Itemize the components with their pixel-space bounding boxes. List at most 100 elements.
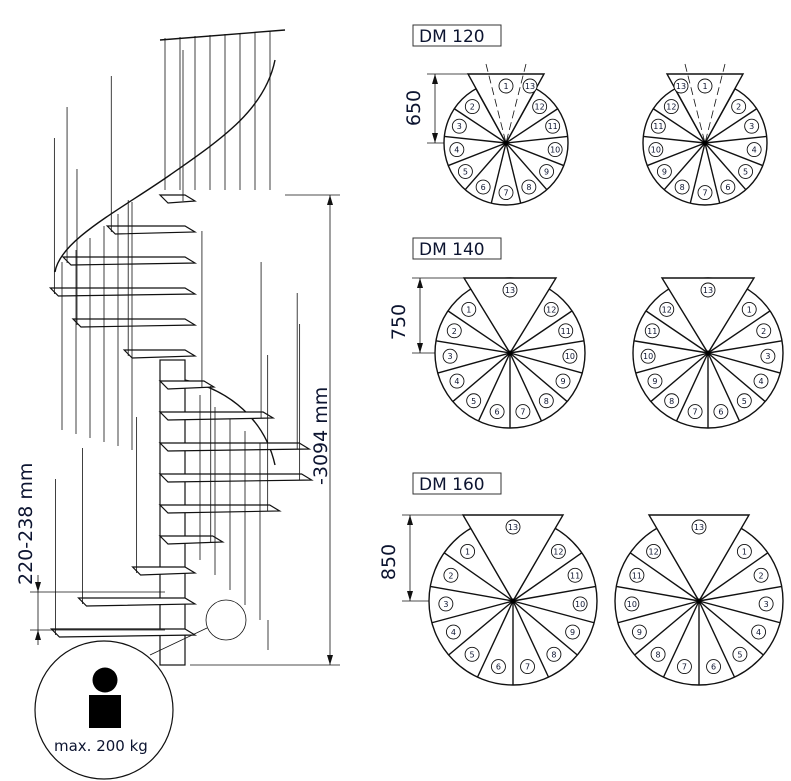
step-number-label: 2 bbox=[452, 327, 457, 336]
step-number: 8 bbox=[664, 393, 680, 409]
step-number: 5 bbox=[736, 393, 752, 409]
step-number-label: 9 bbox=[560, 377, 565, 386]
step-number: 10 bbox=[640, 348, 656, 364]
step-number-label: 9 bbox=[544, 168, 549, 177]
tread-edge bbox=[689, 142, 706, 204]
step-number-label: 8 bbox=[656, 650, 661, 659]
tread-edge bbox=[509, 310, 573, 354]
step-number: 7 bbox=[520, 659, 535, 675]
tread-edge bbox=[512, 600, 578, 656]
tread-edge bbox=[431, 600, 514, 624]
step-number: 1 bbox=[697, 78, 713, 94]
step-number-label: 11 bbox=[570, 571, 580, 580]
tread-edge bbox=[675, 352, 709, 422]
step-number-label: 2 bbox=[736, 103, 741, 112]
step-number-label: 5 bbox=[463, 168, 468, 177]
step-number: 5 bbox=[732, 646, 748, 662]
tread-edge bbox=[505, 142, 548, 191]
step-number: 7 bbox=[687, 404, 703, 420]
tread-edge bbox=[707, 352, 781, 374]
landing-platform bbox=[647, 514, 751, 603]
tread-edge bbox=[509, 340, 585, 354]
tread-edge bbox=[704, 142, 763, 167]
step-number-label: 12 bbox=[535, 103, 545, 112]
tread-edge bbox=[505, 135, 568, 144]
step-number: 13 bbox=[673, 78, 689, 94]
step-number: 3 bbox=[451, 118, 467, 134]
tread-edge bbox=[643, 135, 706, 144]
step-number-label: 12 bbox=[662, 305, 672, 314]
stair-tread bbox=[158, 380, 216, 390]
step-number: 12 bbox=[543, 301, 559, 317]
tread-edge bbox=[645, 310, 709, 354]
tread-edge bbox=[509, 352, 583, 374]
step-number: 1 bbox=[736, 544, 752, 559]
step-number-label: 13 bbox=[676, 82, 686, 91]
step-number: 6 bbox=[489, 404, 505, 420]
stair-tread bbox=[158, 411, 276, 421]
step-number-label: 8 bbox=[669, 397, 674, 406]
stair-tread bbox=[48, 287, 198, 297]
step-number-label: 8 bbox=[526, 183, 531, 192]
stair-tread bbox=[158, 473, 314, 483]
step-number: 13 bbox=[505, 519, 521, 535]
step-number: 4 bbox=[449, 373, 465, 389]
step-number: 5 bbox=[466, 393, 482, 409]
tread-edge bbox=[635, 352, 709, 374]
step-number: 2 bbox=[446, 323, 462, 339]
step-number-label: 8 bbox=[680, 183, 685, 192]
tread-edge bbox=[435, 340, 511, 354]
stair-tread bbox=[122, 349, 198, 359]
tread-edge bbox=[707, 352, 741, 422]
step-number: 2 bbox=[464, 99, 480, 115]
step-number-label: 10 bbox=[575, 600, 585, 609]
step-number: 6 bbox=[706, 659, 721, 675]
tread-edge bbox=[652, 108, 706, 144]
step-number-label: 12 bbox=[546, 305, 556, 314]
step-number: 8 bbox=[650, 646, 666, 662]
step-number: 5 bbox=[738, 164, 754, 179]
step-number: 12 bbox=[550, 544, 566, 559]
tread-edge bbox=[430, 585, 514, 602]
step-number-label: 1 bbox=[503, 82, 508, 91]
step-number-label: 6 bbox=[496, 663, 501, 672]
step-number: 6 bbox=[720, 179, 736, 195]
step-number-label: 13 bbox=[703, 286, 713, 295]
detail-marker bbox=[205, 599, 247, 641]
step-number-label: 3 bbox=[765, 352, 770, 361]
step-number-label: 2 bbox=[761, 327, 766, 336]
tread-edge bbox=[617, 600, 700, 624]
step-number-label: 7 bbox=[693, 408, 698, 417]
tread-edge bbox=[707, 352, 766, 403]
step-number-label: 12 bbox=[649, 547, 659, 556]
plan-title: DM 140 bbox=[419, 240, 485, 260]
stair-tread bbox=[158, 194, 197, 204]
tread-edge bbox=[509, 352, 568, 403]
step-number: 9 bbox=[539, 164, 555, 179]
step-number: 3 bbox=[744, 118, 760, 134]
step-number-label: 11 bbox=[632, 571, 642, 580]
tread-edge bbox=[704, 135, 767, 144]
rise-dimension: 220-238 mm bbox=[15, 463, 165, 645]
step-number: 4 bbox=[753, 373, 769, 389]
step-number-label: 2 bbox=[470, 103, 475, 112]
step-number-label: 1 bbox=[742, 547, 747, 556]
step-number: 10 bbox=[648, 142, 664, 158]
step-number-label: 1 bbox=[466, 305, 471, 314]
landing-platform bbox=[461, 514, 565, 603]
step-number: 2 bbox=[731, 99, 747, 115]
step-number-label: 11 bbox=[561, 327, 571, 336]
step-number-label: 10 bbox=[627, 600, 637, 609]
step-number: 9 bbox=[555, 373, 571, 389]
step-number-label: 6 bbox=[481, 183, 486, 192]
tread-edge bbox=[704, 108, 758, 144]
step-number-label: 3 bbox=[443, 600, 448, 609]
step-number: 13 bbox=[522, 78, 538, 94]
step-number: 1 bbox=[461, 301, 477, 317]
tread-edge bbox=[650, 352, 709, 403]
step-number-label: 4 bbox=[756, 628, 761, 637]
